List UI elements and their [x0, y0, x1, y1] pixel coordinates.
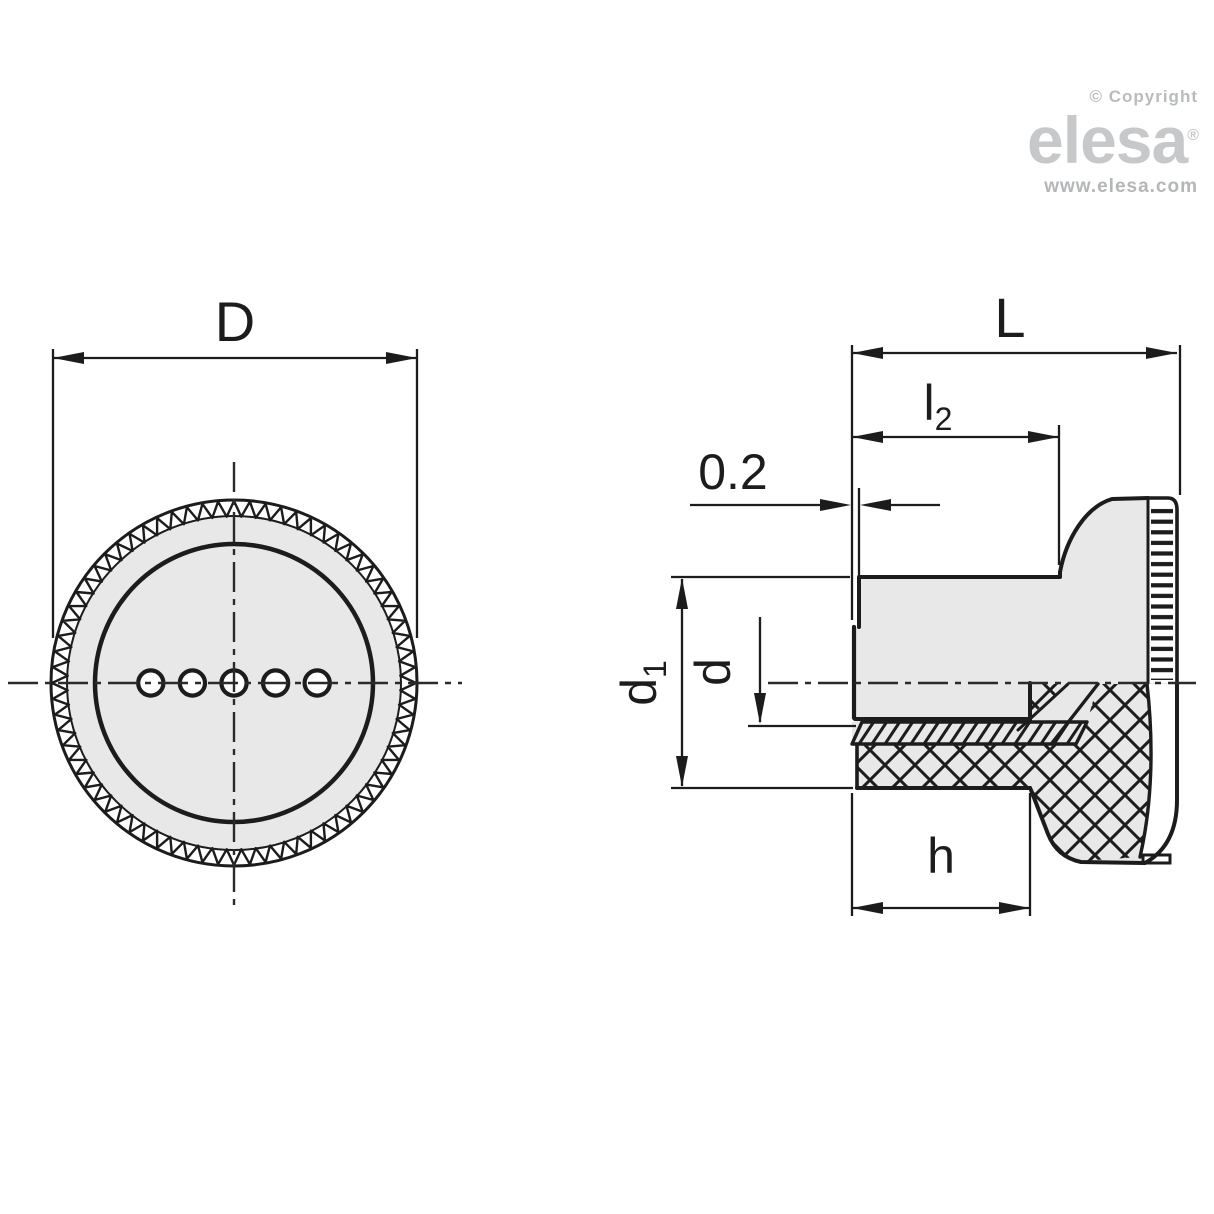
side-knurl-ticks [1148, 505, 1177, 680]
dim-label-offset: 0.2 [698, 444, 768, 500]
elesa-logo: © Copyright elesa® www.elesa.com [1027, 87, 1199, 197]
dim-label-d1: d1 [611, 660, 673, 706]
registered-mark: ® [1187, 127, 1199, 144]
knurl-outer-edge-top [1146, 496, 1179, 685]
dim-label-L: L [994, 286, 1025, 349]
knob-lower-outline [1028, 681, 1179, 865]
section-right-boundary [1138, 682, 1153, 859]
dimension-h: h [850, 793, 1032, 916]
cone-surface-line [1016, 682, 1070, 732]
dimension-L: L [850, 286, 1182, 620]
dimension-d1: d1 [611, 575, 853, 790]
bushing-flange-section [850, 720, 1089, 746]
cone-surface-line [1050, 682, 1100, 745]
elesa-logo-text: elesa® [1027, 107, 1199, 173]
dim-label-h: h [927, 828, 955, 884]
website-url: www.elesa.com [1044, 176, 1198, 197]
dim-label-d: d [685, 658, 741, 686]
elesa-wordmark: elesa [1027, 103, 1188, 177]
side-view: L l2 0.2 [611, 286, 1196, 916]
knurl-teeth-ring [50, 499, 418, 867]
dim-label-D: D [215, 290, 255, 353]
bore-outline [853, 681, 1032, 723]
dimension-l2: l2 [852, 375, 1061, 565]
dimension-d: d [685, 617, 856, 728]
dimension-D: D [51, 290, 419, 638]
dimension-offset: 0.2 [690, 444, 940, 577]
knob-rim-surface [1140, 684, 1177, 862]
copyright-text: © Copyright [1089, 87, 1198, 106]
knob-section-hatch [857, 684, 1152, 861]
dim-label-l2: l2 [924, 375, 953, 437]
hub-and-face-outline [857, 496, 1150, 629]
front-view: D [8, 290, 462, 905]
